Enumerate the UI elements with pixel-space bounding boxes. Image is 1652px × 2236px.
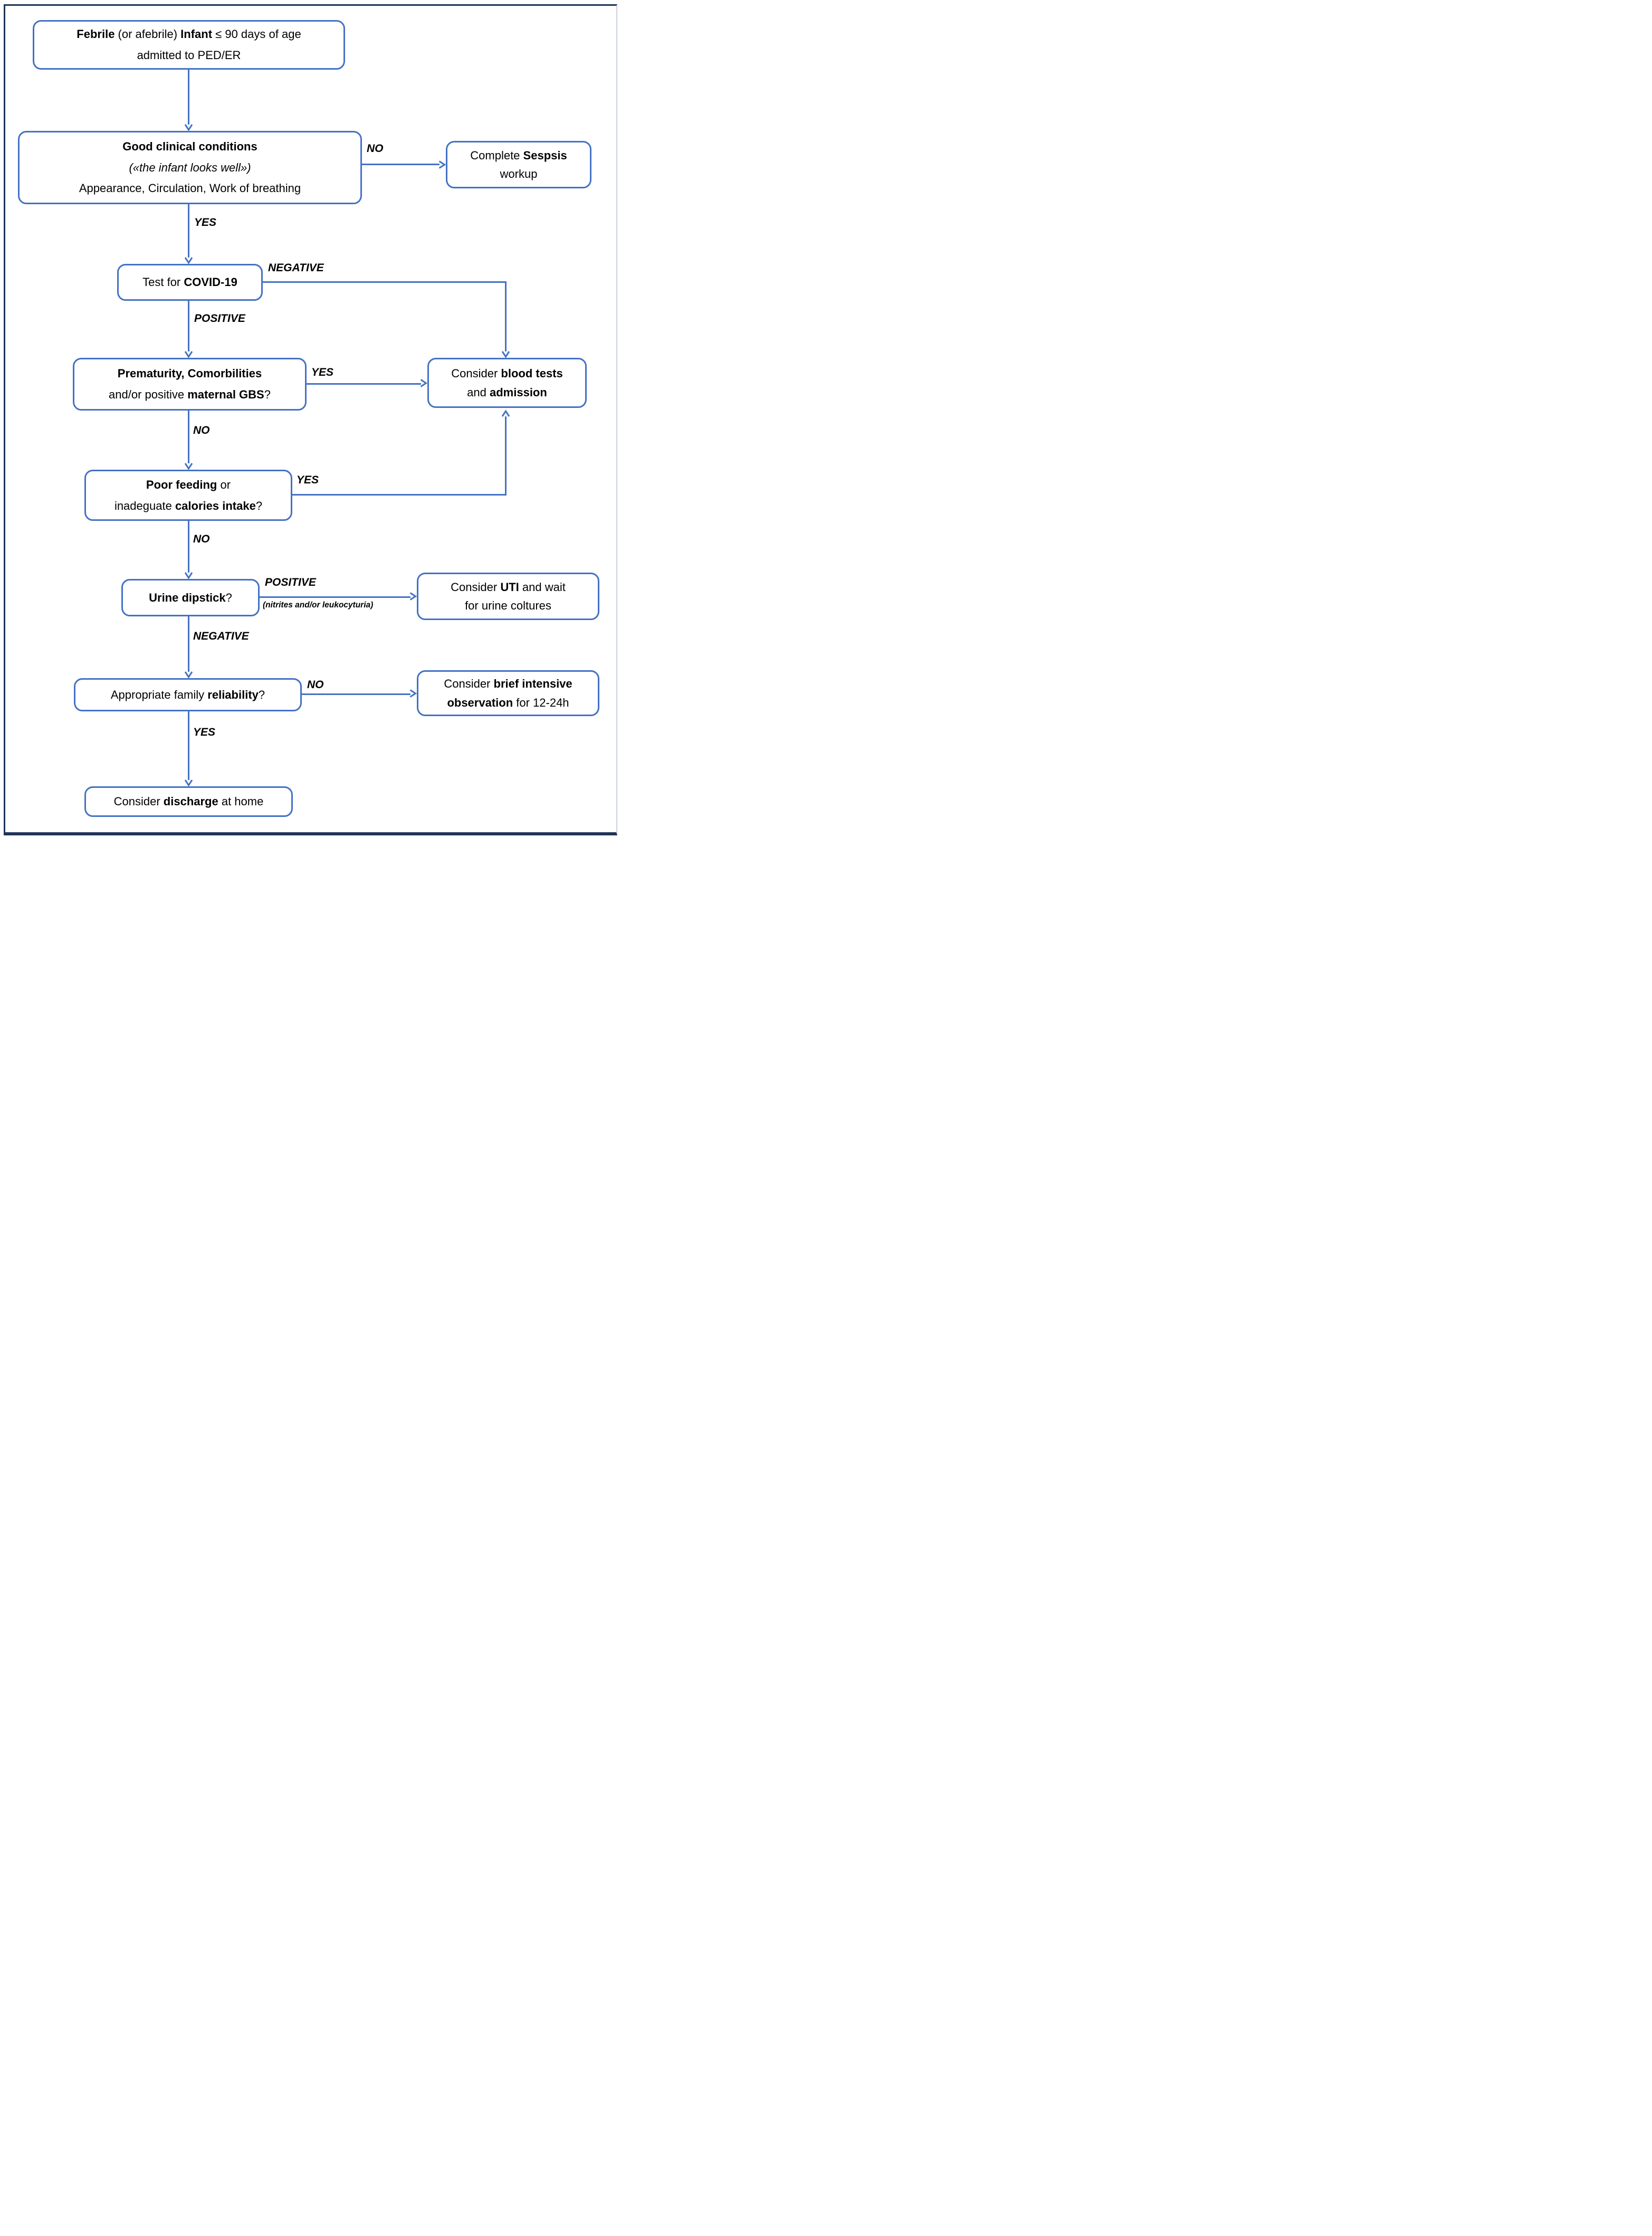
node-family-reliability-line-1: Appropriate family reliability? [110,688,265,701]
label-no-clinical: NO [367,142,384,155]
arrowhead-down-covid-icon [184,257,193,264]
connector-clinical-to-sepsis [362,164,440,165]
label-yes-feeding: YES [297,474,319,486]
flowchart-canvas: Febrile (or afebrile) Infant ≤ 90 days o… [0,0,620,840]
node-discharge-home-line-1: Consider discharge at home [113,795,264,808]
label-positive-covid: POSITIVE [194,312,245,325]
node-complete-sepsis-workup-line-1: Complete Sespsis [470,148,567,162]
arrowhead-right-blood-left-icon [420,379,428,387]
connector-feeding-yes-vertical [505,416,507,496]
node-poor-feeding: Poor feeding or inadeguate calories inta… [84,470,292,521]
connector-covid-negative-horizontal [263,281,507,283]
node-prematurity-comorbidities-line-2: and/or positive maternal GBS? [109,388,271,401]
arrowhead-right-brief-icon [409,689,417,698]
connector-feeding-to-urine [188,521,189,573]
label-positive-urine: POSITIVE [265,576,316,588]
node-febrile-infant-line-2: admitted to PED/ER [137,49,241,62]
node-brief-intensive-observation-line-2: observation for 12-24h [447,696,569,709]
node-good-clinical-conditions-line-2: («the infant looks well») [129,160,251,174]
connector-family-to-discharge [188,711,189,780]
node-consider-uti-line-2: for urine coltures [465,599,551,612]
connector-urine-to-uti [260,596,410,598]
node-good-clinical-conditions-line-1: Good clinical conditions [122,140,257,154]
label-no-feeding: NO [193,533,210,545]
node-brief-intensive-observation: Consider brief intensive observation for… [417,670,599,716]
connector-clinical-to-covid [188,204,189,258]
arrowhead-down-feeding-icon [184,463,193,470]
label-urine-note: (nitrites and/or leukocyturia) [263,601,374,610]
connector-family-to-brief [302,693,410,695]
label-no-prematurity: NO [193,424,210,436]
node-urine-dipstick-line-1: Urine dipstick? [149,591,232,604]
connector-covid-to-prematurity [188,301,189,351]
node-poor-feeding-line-2: inadeguate calories intake? [114,499,263,512]
node-discharge-home: Consider discharge at home [84,786,293,817]
node-good-clinical-conditions-line-3: Appearance, Circulation, Work of breathi… [79,182,301,195]
node-good-clinical-conditions: Good clinical conditions («the infant lo… [18,131,362,204]
arrowhead-down-urine-icon [184,572,193,579]
node-complete-sepsis-workup: Complete Sespsis workup [446,141,591,188]
arrowhead-down-discharge-icon [184,779,193,787]
label-no-family: NO [307,679,324,691]
arrowhead-down-blood-top-icon [501,351,510,358]
node-prematurity-comorbidities: Prematurity, Comorbilities and/or positi… [73,358,307,411]
label-yes-prematurity: YES [311,366,334,378]
connector-prematurity-to-feeding [188,411,189,463]
connector-prematurity-to-blood [307,383,421,385]
node-blood-tests-admission-line-1: Consider blood tests [451,367,563,380]
label-yes-clinical: YES [194,216,217,229]
arrowhead-down-prematurity-icon [184,351,193,358]
node-test-covid19-line-1: Test for COVID-19 [142,275,237,289]
label-negative-covid: NEGATIVE [268,262,324,274]
node-brief-intensive-observation-line-1: Consider brief intensive [444,677,572,691]
node-febrile-infant: Febrile (or afebrile) Infant ≤ 90 days o… [33,20,345,70]
arrowhead-up-blood-bottom-icon [501,410,510,417]
connector-start-to-clinical [188,70,189,125]
arrowhead-down-clinical-icon [184,124,193,131]
label-yes-family: YES [193,726,216,738]
node-prematurity-comorbidities-line-1: Prematurity, Comorbilities [117,367,262,380]
node-consider-uti: Consider UTI and wait for urine coltures [417,573,599,620]
arrowhead-right-sepsis-icon [438,160,446,169]
node-blood-tests-admission: Consider blood tests and admission [427,358,587,408]
connector-feeding-yes-horizontal [292,494,507,496]
node-family-reliability: Appropriate family reliability? [74,678,302,711]
node-poor-feeding-line-1: Poor feeding or [146,478,231,491]
connector-covid-negative-vertical [505,281,507,351]
label-negative-urine: NEGATIVE [193,630,249,642]
connector-urine-to-family [188,616,189,672]
arrowhead-right-uti-icon [409,592,417,601]
node-blood-tests-admission-line-2: and admission [467,385,547,399]
node-febrile-infant-line-1: Febrile (or afebrile) Infant ≤ 90 days o… [77,27,301,41]
arrowhead-down-family-icon [184,671,193,679]
node-urine-dipstick: Urine dipstick? [121,579,260,616]
node-complete-sepsis-workup-line-2: workup [500,167,538,180]
node-test-covid19: Test for COVID-19 [117,264,263,301]
node-consider-uti-line-1: Consider UTI and wait [451,580,566,594]
